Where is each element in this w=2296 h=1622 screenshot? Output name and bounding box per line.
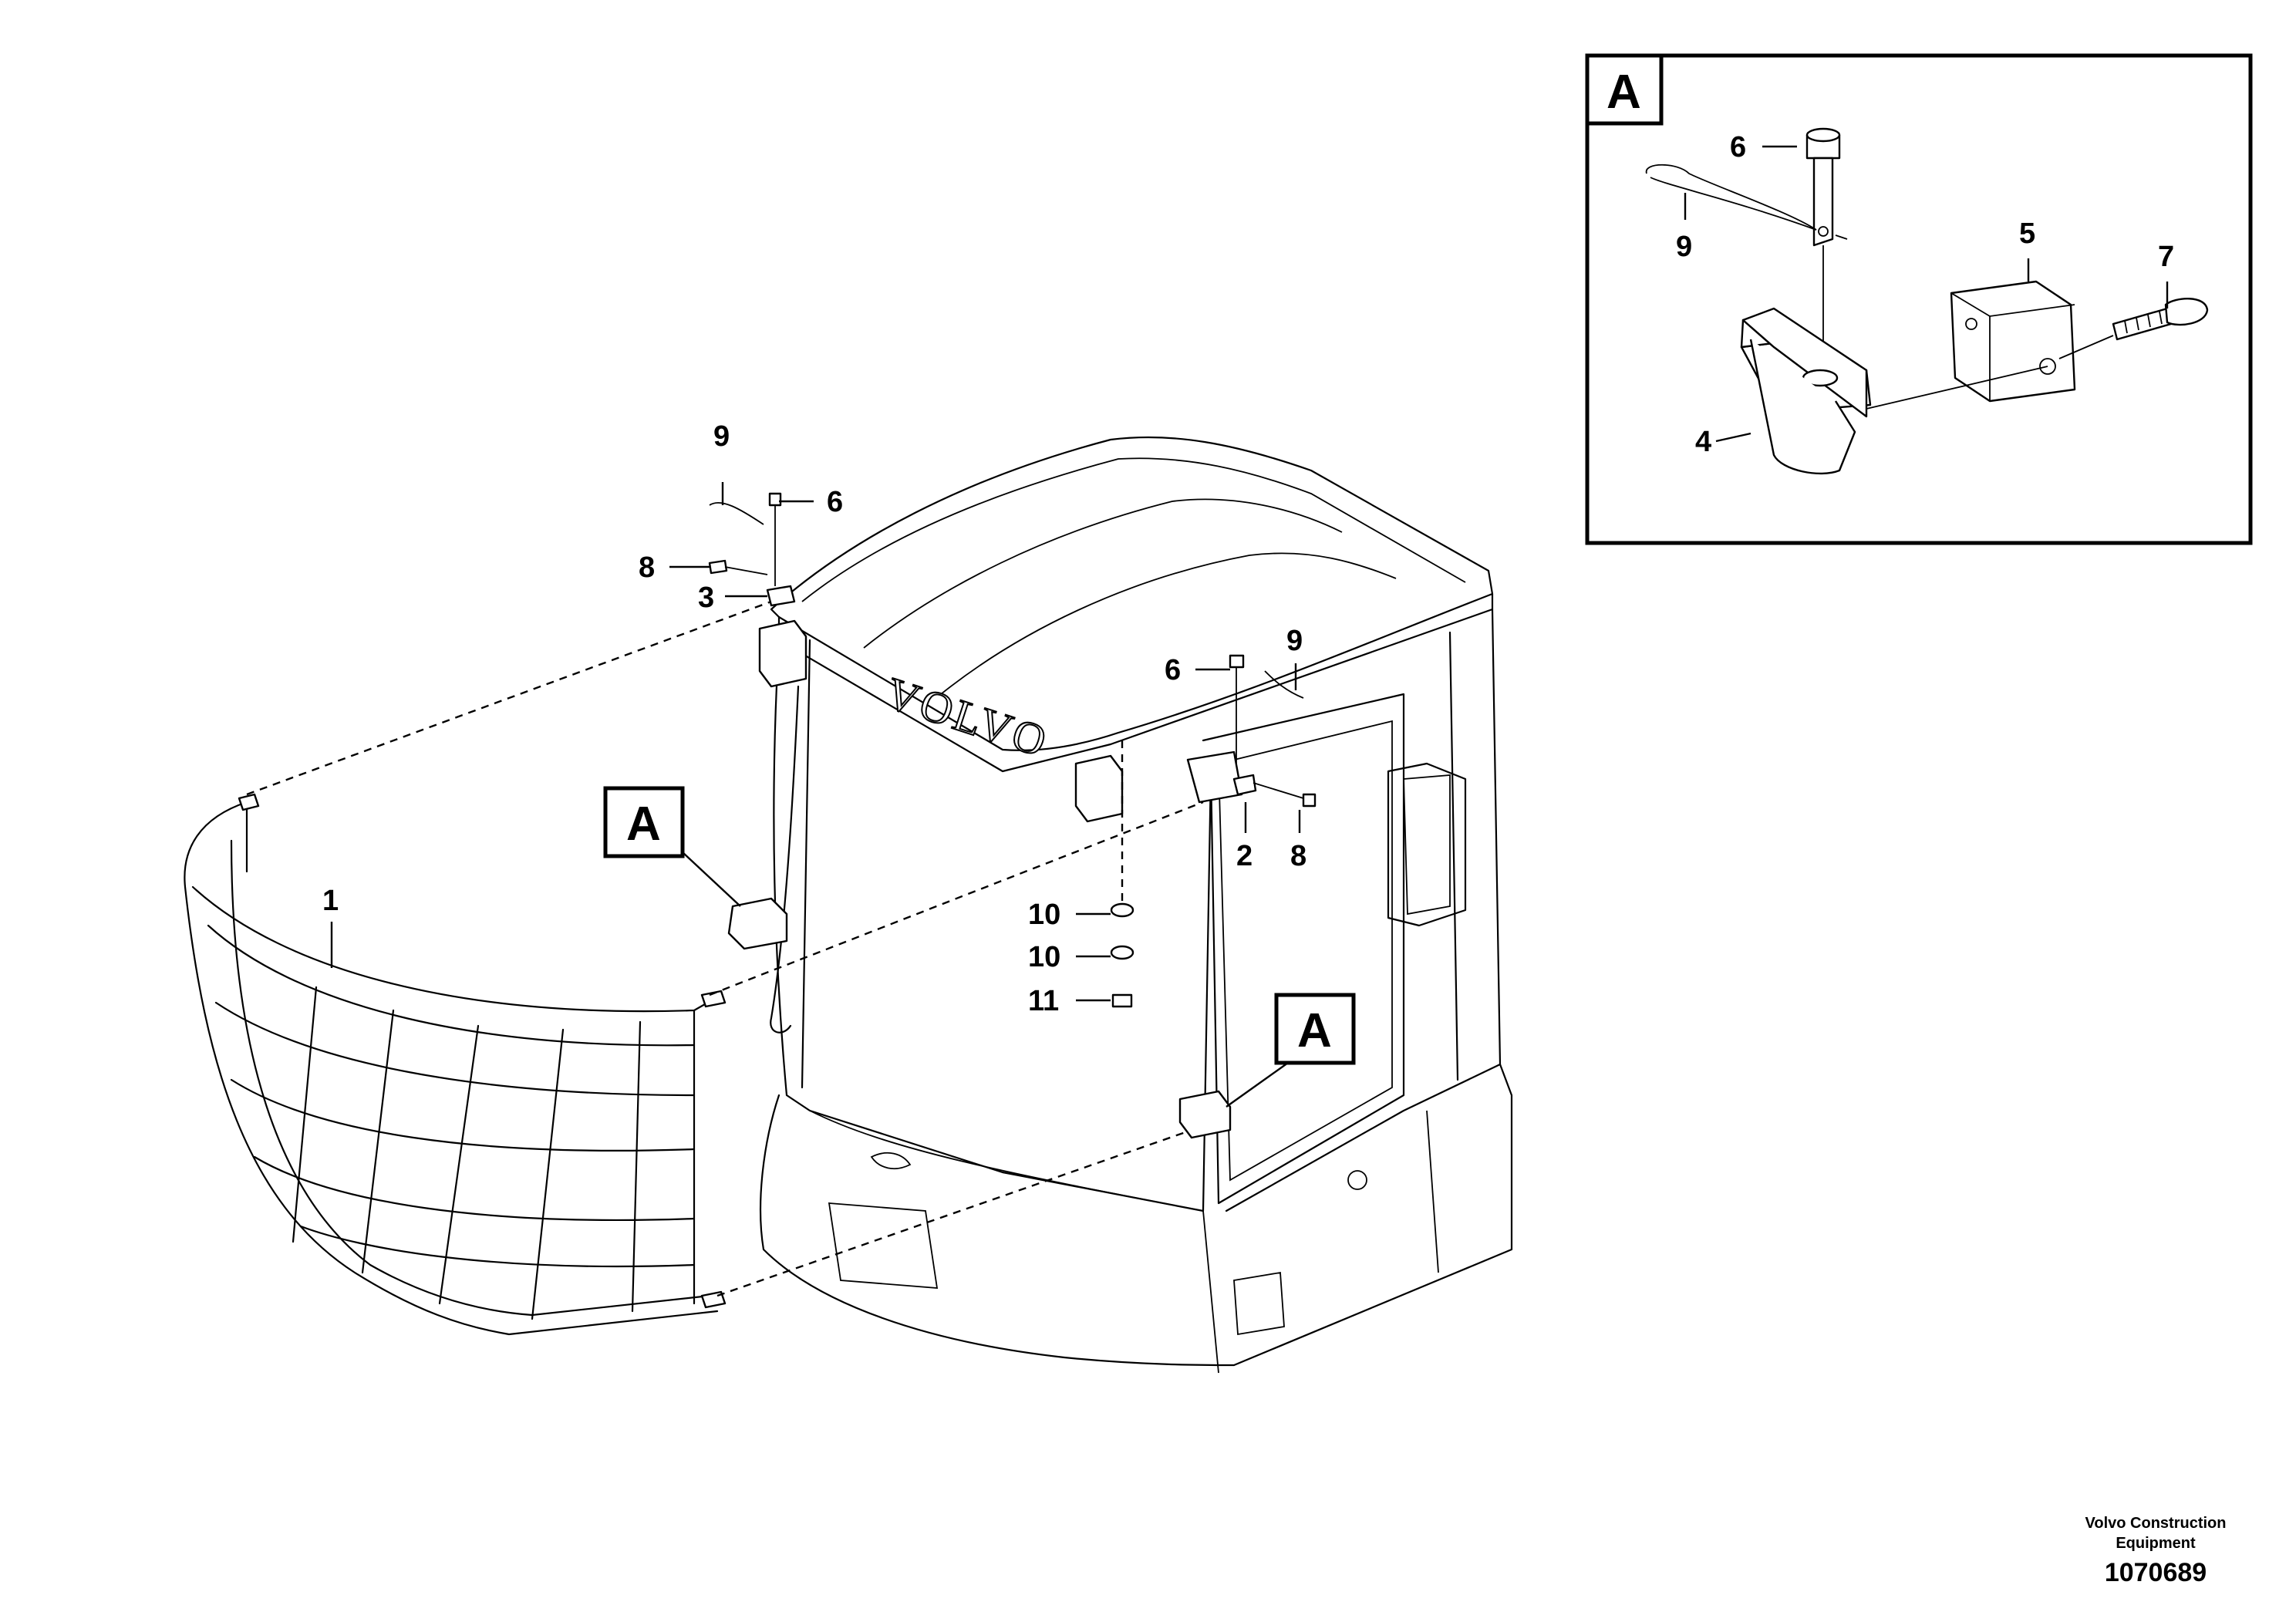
- callout-10-upper: 10: [1028, 899, 1060, 931]
- detail-marker-left-box: [603, 786, 685, 858]
- detail-view-a: A 9 6 4 5: [1585, 53, 2253, 545]
- callout-9-right: 9: [1286, 625, 1303, 657]
- drawing-number: 1070689: [2104, 1558, 2207, 1587]
- detail-marker-right-box: [1274, 993, 1356, 1065]
- company-credit: Volvo Construction Equipment: [2085, 1515, 2227, 1552]
- callout-10-lower: 10: [1028, 941, 1060, 973]
- cab: VOLVO: [758, 436, 1513, 1374]
- window-guard: [184, 793, 727, 1336]
- detail-title-letter: A: [1607, 66, 1641, 119]
- assembly-lines: [246, 600, 1204, 1297]
- detail-callout-6: 6: [1730, 131, 1746, 164]
- detail-marker-right: A: [1297, 1004, 1332, 1057]
- callout-8-right: 8: [1290, 840, 1306, 872]
- callout-11: 11: [1028, 985, 1059, 1017]
- callout-9-left: 9: [713, 420, 730, 453]
- callout-6-left: 6: [827, 486, 843, 518]
- callout-8-left: 8: [639, 551, 655, 584]
- detail-title-box: [1585, 53, 1664, 126]
- detail-callout-5: 5: [2019, 218, 2035, 250]
- detail-callout-9: 9: [1676, 231, 1692, 263]
- main-callouts: 1 6 9 8 3 6 9 2 8 10 10 11 A A: [322, 420, 1356, 1108]
- cab-volvo-logo: VOLVO: [880, 668, 1055, 767]
- detail-callout-4: 4: [1695, 426, 1711, 458]
- detail-frame: [1585, 53, 2253, 545]
- callout-3: 3: [698, 582, 714, 614]
- callout-2: 2: [1236, 840, 1253, 872]
- callout-6-right: 6: [1165, 654, 1181, 686]
- hinge-hardware-left: [708, 492, 1317, 1139]
- detail-marker-left: A: [626, 798, 661, 851]
- callout-1: 1: [322, 885, 339, 917]
- detail-callout-7: 7: [2158, 241, 2174, 273]
